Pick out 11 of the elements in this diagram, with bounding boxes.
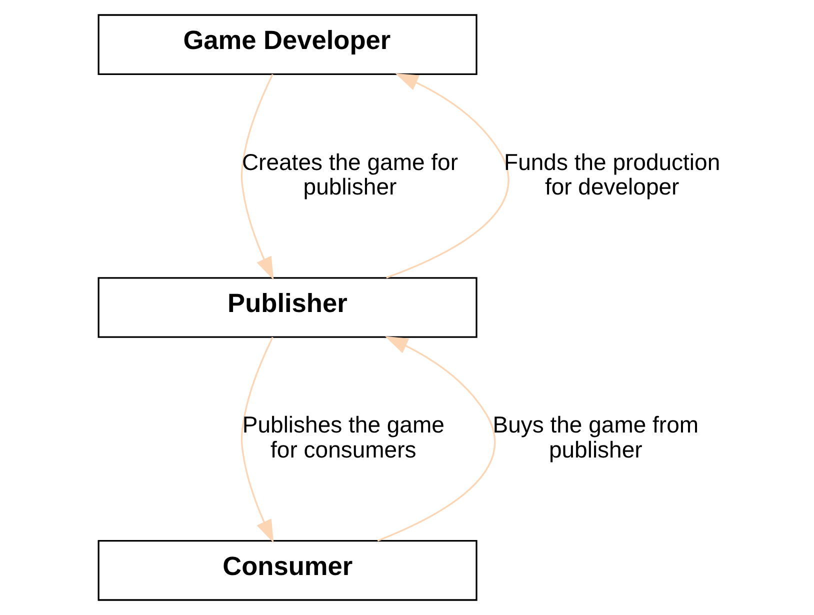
node-box: Consumer	[97, 540, 477, 601]
edge-label: Publishes the game for consumers	[242, 412, 444, 462]
arrow	[376, 336, 495, 542]
arrow	[240, 336, 274, 543]
arrow	[240, 74, 274, 280]
edge-label: Funds the production for developer	[504, 148, 720, 200]
edge-label: Creates the game for publisher	[241, 148, 458, 200]
node-box: Publisher	[97, 277, 477, 338]
arrow	[386, 73, 509, 278]
edge-label: Buys the game from publisher	[492, 412, 698, 462]
node-box: Game Developer	[97, 14, 477, 75]
